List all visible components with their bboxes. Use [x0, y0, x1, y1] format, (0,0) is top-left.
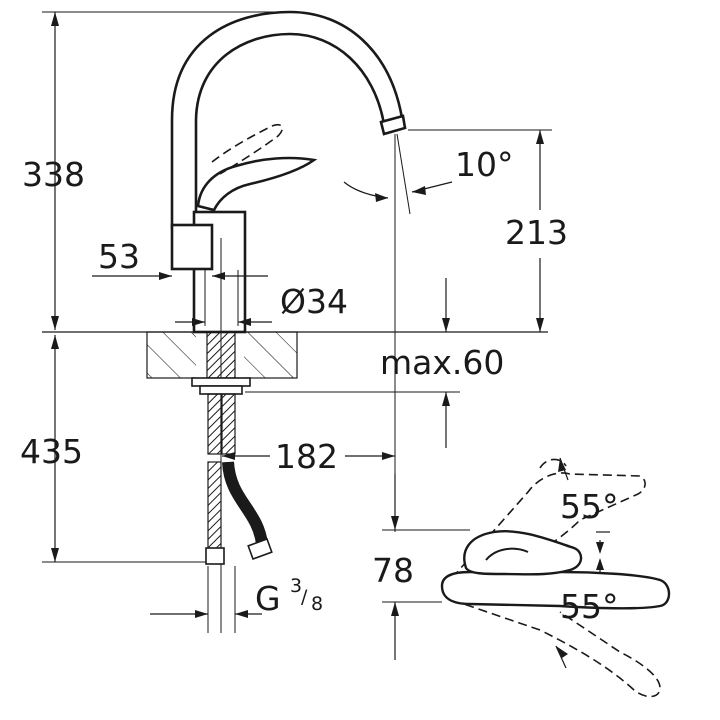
- thread-dimension: [150, 566, 262, 633]
- hose-nut-right: [247, 537, 273, 561]
- lever-side-view: [440, 458, 671, 698]
- supply-hose-right: [221, 393, 236, 455]
- lever-angle-up-label: 55°: [560, 487, 619, 526]
- supply-hose-curved-pattern: [223, 461, 267, 545]
- spout-height-label: 213: [505, 213, 568, 252]
- max-thickness-dimension: [245, 278, 460, 448]
- lever-height-label: 78: [372, 551, 414, 590]
- lever-handle: [196, 156, 318, 212]
- max-thickness-label: max.60: [380, 343, 504, 382]
- hose-nut-left: [205, 547, 225, 565]
- spout-angle-label: 10°: [455, 145, 514, 184]
- height-upper-label: 338: [22, 155, 85, 194]
- mounting-fitting: [191, 377, 251, 395]
- diameter-label: Ø34: [280, 282, 348, 321]
- aerator: [379, 114, 407, 136]
- spout-angle-dimension: [343, 133, 453, 215]
- height-lower-label: 435: [20, 432, 83, 471]
- thread-numerator: 3: [290, 575, 302, 597]
- reach-dimension: [222, 134, 396, 532]
- reach-label: 182: [275, 437, 338, 476]
- lever-height-dimension: [382, 474, 470, 660]
- supply-hose-left: [207, 393, 222, 455]
- countertop-section: [146, 331, 298, 379]
- lever-offset-dimension: [92, 272, 268, 280]
- thread-fraction-bar: /: [301, 586, 308, 608]
- height-dimension-lines: [42, 11, 275, 563]
- lever-offset-label: 53: [98, 237, 140, 276]
- lever-base: [170, 223, 214, 271]
- thread-label: G: [255, 579, 281, 618]
- supply-hose-left-lower: [207, 461, 222, 551]
- thread-denominator: 8: [311, 593, 323, 615]
- lever-handle-up: [211, 123, 284, 175]
- lever-angle-markers: [555, 457, 610, 669]
- lever-angle-down-label: 55°: [560, 587, 619, 626]
- spout-height-dimension: [408, 129, 552, 332]
